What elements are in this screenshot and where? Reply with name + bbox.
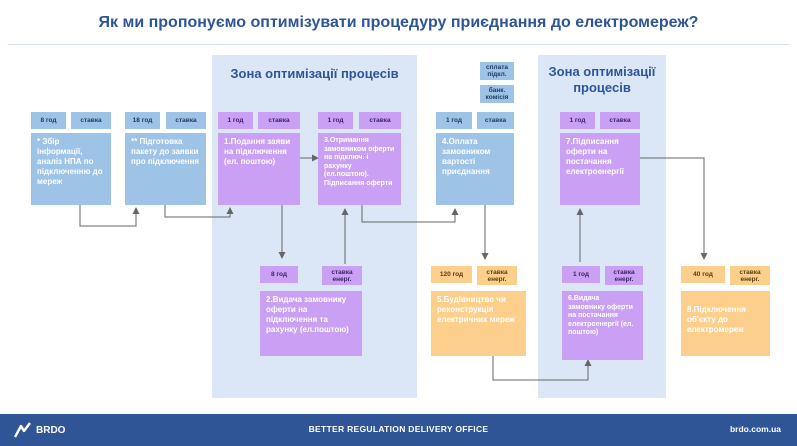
connector-1-2 (79, 205, 140, 227)
optimization-zone-1-label: Зона оптимізації процесів (230, 66, 399, 81)
step-4-time: 1 год (436, 112, 472, 129)
step-6-time: 1 год (562, 266, 600, 283)
step-6-card: 6.Видача замовнику оферти на постачання … (562, 291, 643, 360)
step-4-fee-payment: сплата підкл. (480, 62, 514, 80)
step-8-card: 8.Підключення об'єкту до електромереж (681, 291, 770, 356)
step-1-card: 1.Подання заяви на підключення (ел. пошт… (218, 133, 300, 205)
step-2-time: 8 год (260, 266, 298, 283)
brdo-logo-icon (14, 422, 31, 438)
step-3-card: 3.Отримання замовником оферти на підключ… (318, 133, 401, 205)
step-b1-rate: ставка (71, 112, 111, 129)
step-3-rate: ставка (359, 112, 401, 129)
step-4-fee-bank: банк. комісія (480, 85, 514, 103)
step-5-time: 120 год (431, 266, 472, 283)
step-5-rate: ставка енерг. (477, 266, 517, 285)
step-4-rate: ставка (477, 112, 514, 129)
brdo-logo-text: BRDO (36, 424, 66, 436)
title-divider (8, 44, 789, 45)
step-8-rate: ставка енерг. (730, 266, 770, 285)
step-7-card: 7.Підписання оферти на постачання електр… (560, 133, 640, 205)
step-b1-card: * Збір інформації, аналіз НПА по підключ… (31, 133, 111, 205)
brdo-logo[interactable]: BRDO (14, 422, 65, 438)
step-2-rate: ставка енерг. (322, 266, 362, 285)
step-b2-card: ** Підготовка пакету до заявки про підкл… (125, 133, 206, 205)
step-1-rate: ставка (258, 112, 300, 129)
step-1-time: 1 год (218, 112, 253, 129)
step-5-card: 5.Будівництво чи реконструкція електричн… (431, 291, 526, 356)
step-b2-rate: ставка (166, 112, 206, 129)
optimization-zone-2-label: Зона оптимізації процесів (548, 64, 656, 95)
step-b1-time: 8 год (31, 112, 66, 129)
step-b2-time: 18 год (125, 112, 160, 129)
step-7-time: 1 год (560, 112, 595, 129)
step-3-time: 1 год (318, 112, 353, 129)
step-6-rate: ставка енерг. (605, 266, 643, 285)
step-2-card: 2.Видача замовнику оферти на підключення… (260, 291, 362, 356)
step-8-time: 40 год (681, 266, 725, 283)
step-7-rate: ставка (600, 112, 640, 129)
footer-url-link[interactable]: brdo.com.ua (729, 424, 781, 434)
step-4-card: 4.Оплата замовником вартості приєднання (436, 133, 514, 205)
footer-bar: BRDO BETTER REGULATION DELIVERY OFFICE b… (0, 414, 797, 446)
page-title: Як ми пропонуємо оптимізувати процедуру … (98, 14, 699, 31)
footer-org-name: BETTER REGULATION DELIVERY OFFICE (308, 424, 489, 434)
